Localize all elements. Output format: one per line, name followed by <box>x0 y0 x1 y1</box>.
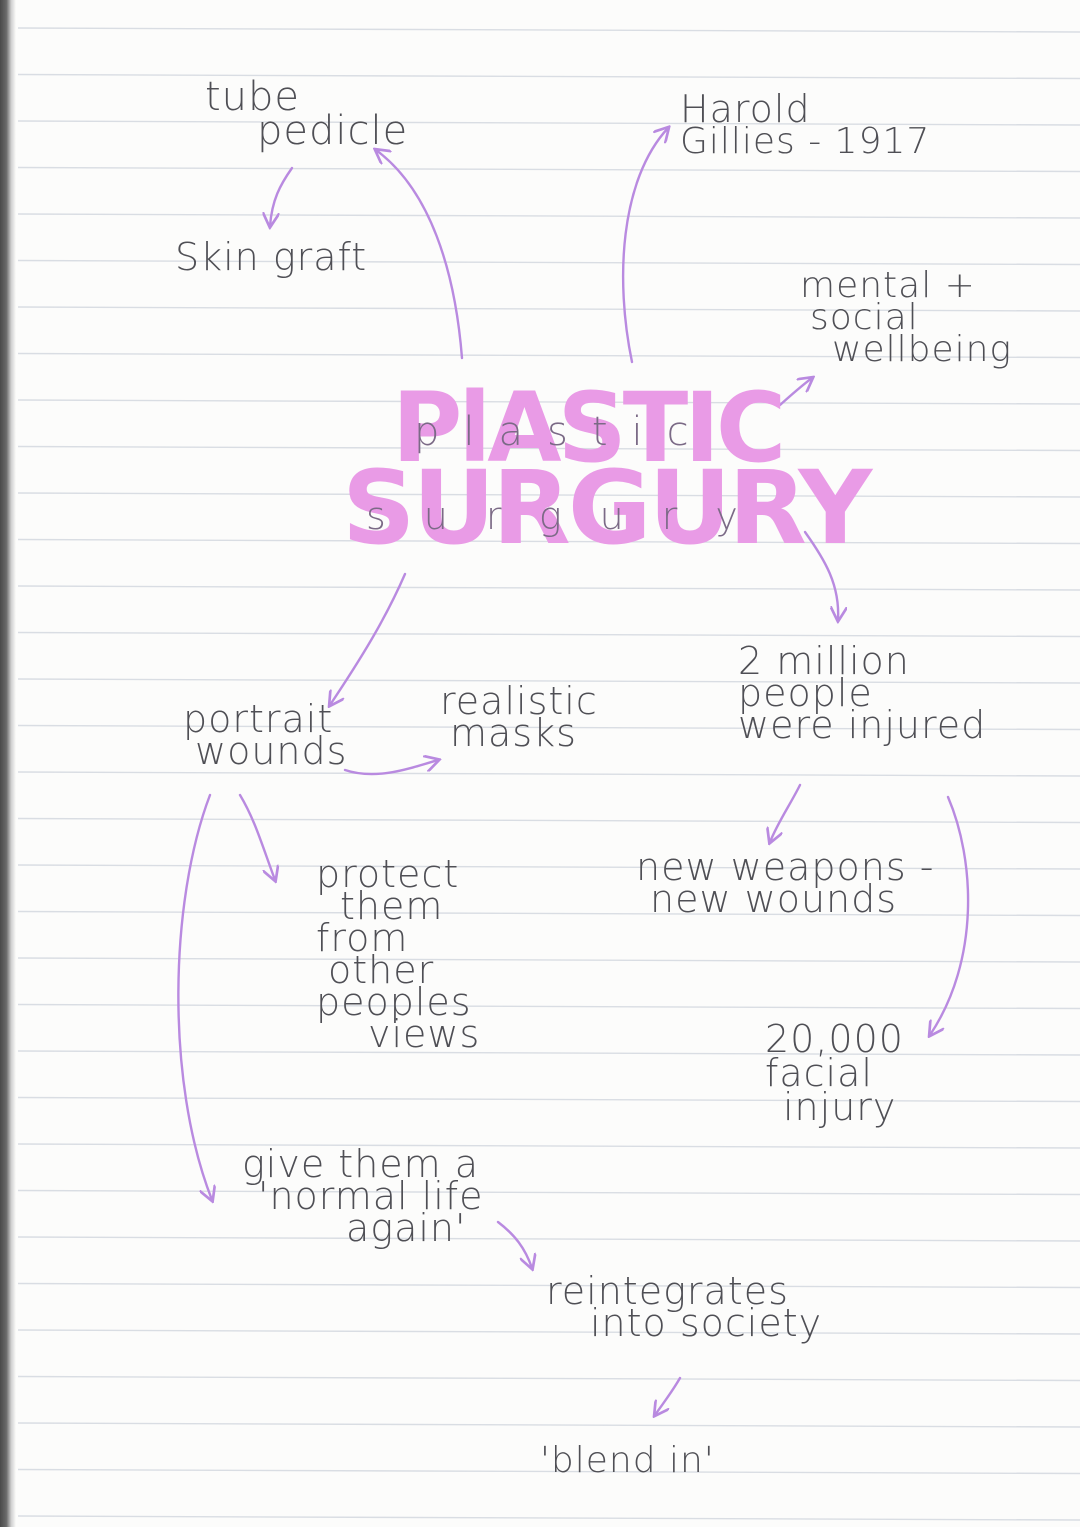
note-line: mental + <box>800 265 976 306</box>
page-binding-edge <box>0 0 16 1527</box>
note-line: 20,000 <box>765 1017 904 1061</box>
ruled-line <box>17 1329 1080 1335</box>
ruled-line <box>17 213 1080 219</box>
arrow-to-tube-pedicle <box>376 150 464 360</box>
note-skin-graft: Skin graft <box>175 238 367 276</box>
ruled-line <box>17 27 1080 33</box>
note-line: into society <box>590 1301 823 1345</box>
note-mental-social: mental + social wellbeing <box>800 268 1012 368</box>
note-line: wellbeing <box>832 329 1013 370</box>
note-harold-gillies: Harold Gillies - 1917 <box>680 90 930 160</box>
ruled-line <box>17 631 1080 638</box>
note-line: portrait <box>183 697 334 741</box>
note-line: again' <box>346 1206 467 1250</box>
arrow-to-normal-life <box>177 793 212 1200</box>
arrow-to-facial-injury <box>930 795 970 1035</box>
arrow-to-harold-gillies <box>621 128 668 364</box>
note-line: peoples <box>316 980 472 1024</box>
note-line: 'blend in' <box>540 1440 715 1481</box>
note-line: social <box>810 297 919 338</box>
ruled-line <box>17 1468 1080 1475</box>
note-line: pedicle <box>257 108 409 154</box>
note-tube-pedicle: tube pedicle <box>205 77 408 151</box>
note-protect: protect them from other peoples views <box>316 855 480 1053</box>
ruled-line <box>17 120 1080 126</box>
arrow-to-wellbeing <box>778 378 812 407</box>
title-surgury: SURGURY <box>342 449 872 568</box>
ruled-line <box>17 678 1080 684</box>
ruled-line <box>17 1096 1080 1103</box>
note-two-million: 2 million people were injured <box>738 642 986 744</box>
note-line: other <box>328 948 435 992</box>
arrow-to-protect <box>238 793 275 880</box>
ruled-line <box>17 352 1080 359</box>
note-new-weapons: new weapons - new wounds <box>636 848 934 918</box>
ruled-line <box>17 538 1080 545</box>
ruled-line <box>17 445 1080 452</box>
arrow-to-two-million <box>803 530 838 620</box>
note-line: people <box>738 671 873 715</box>
note-portrait-wounds: portrait wounds <box>183 700 347 770</box>
ruled-line <box>17 585 1080 591</box>
title-surgury-script: surgury <box>366 494 776 538</box>
note-line: 2 million <box>738 639 910 683</box>
arrow-to-skin-graft <box>270 166 294 226</box>
ruled-line <box>17 1003 1080 1010</box>
ruled-line <box>17 1189 1080 1196</box>
note-line: tube <box>205 74 301 120</box>
ruled-line <box>17 910 1080 917</box>
note-line: from <box>316 916 409 960</box>
note-line: them <box>340 884 444 928</box>
note-reintegrates: reintegrates into society <box>546 1272 822 1342</box>
ruled-line <box>17 492 1080 498</box>
title-plastic-script: plastic <box>414 409 713 455</box>
ruled-line <box>17 1282 1080 1289</box>
title-plastic: PlASTIC <box>392 372 786 484</box>
note-line: reintegrates <box>546 1269 789 1313</box>
note-blend-in: 'blend in' <box>540 1443 715 1479</box>
ruled-line <box>17 957 1080 963</box>
ruled-line <box>17 1236 1080 1242</box>
note-line: injury <box>783 1085 897 1129</box>
note-normal-life: give them a 'normal life again' <box>242 1145 484 1247</box>
ruled-line <box>17 864 1080 870</box>
arrow-to-reintegrates <box>496 1220 532 1268</box>
note-line: Gillies - 1917 <box>680 121 931 162</box>
ruled-line <box>17 306 1080 312</box>
arrow-to-portrait-wounds <box>330 572 407 705</box>
arrow-to-new-weapons <box>770 783 802 842</box>
note-line: give them a <box>242 1142 480 1186</box>
ruled-line <box>17 259 1080 266</box>
note-line: new wounds <box>650 877 898 921</box>
note-line: views <box>368 1012 481 1056</box>
note-line: protect <box>316 852 460 896</box>
note-facial-injury: 20,000 facial injury <box>765 1020 904 1126</box>
arrow-to-realistic-masks <box>343 760 438 776</box>
ruled-line <box>17 771 1080 777</box>
ruled-line <box>17 1515 1080 1521</box>
ruled-line <box>17 399 1080 405</box>
ruled-line <box>17 1375 1080 1382</box>
note-line: realistic <box>440 679 598 723</box>
arrow-to-blend-in <box>655 1376 682 1415</box>
note-line: Skin graft <box>175 235 368 279</box>
ruled-line <box>17 166 1080 173</box>
ruled-line <box>17 1422 1080 1428</box>
note-line: wounds <box>195 729 348 773</box>
note-line: new weapons - <box>636 845 935 889</box>
note-realistic-masks: realistic masks <box>440 682 598 752</box>
ruled-line <box>17 817 1080 824</box>
ruled-line <box>17 1050 1080 1056</box>
ruled-line <box>17 73 1080 80</box>
note-line: masks <box>450 711 577 755</box>
note-line: facial <box>765 1051 873 1095</box>
ruled-line <box>17 724 1080 731</box>
note-line: Harold <box>680 87 811 131</box>
note-line: were injured <box>738 703 987 747</box>
note-line: 'normal life <box>258 1174 484 1218</box>
